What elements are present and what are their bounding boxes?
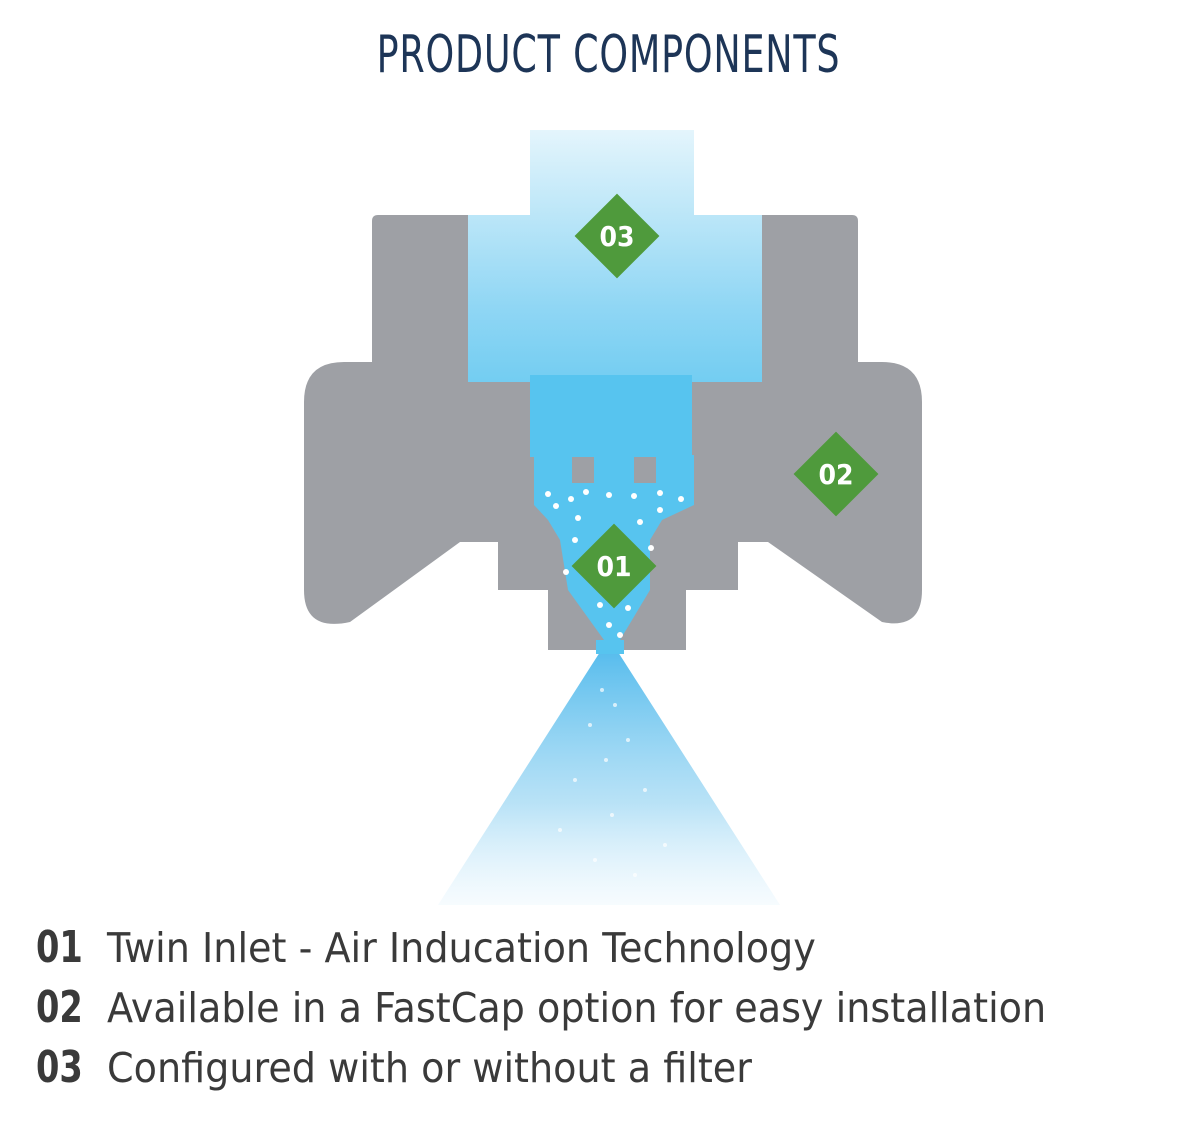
spray-droplets bbox=[558, 688, 667, 877]
legend-item-01: 01 Twin Inlet - Air Inducation Technolog… bbox=[36, 918, 1186, 978]
badge-01: 01 bbox=[571, 523, 657, 609]
air-bubbles bbox=[545, 489, 684, 638]
fluid-chamber bbox=[530, 375, 692, 457]
legend-number: 03 bbox=[36, 1042, 83, 1093]
badge-03: 03 bbox=[574, 193, 660, 279]
spray-cone bbox=[438, 652, 780, 905]
legend-number: 02 bbox=[36, 982, 83, 1033]
badge-03-label: 03 bbox=[599, 220, 634, 253]
legend-item-03: 03 Configured with or without a filter bbox=[36, 1038, 1186, 1098]
legend-text: Available in a FastCap option for easy i… bbox=[107, 984, 1047, 1032]
inlet-slot-right bbox=[656, 455, 694, 485]
page-title: PRODUCT COMPONENTS bbox=[376, 25, 841, 85]
outlet-orifice bbox=[596, 640, 624, 654]
legend-number: 01 bbox=[36, 922, 83, 973]
fluid-inlet bbox=[468, 130, 762, 455]
badge-01-label: 01 bbox=[596, 550, 631, 583]
nozzle-diagram: 03 02 01 bbox=[304, 130, 922, 905]
legend-text: Twin Inlet - Air Inducation Technology bbox=[107, 924, 816, 972]
badge-02: 02 bbox=[793, 431, 879, 517]
component-legend: 01 Twin Inlet - Air Inducation Technolog… bbox=[36, 918, 1186, 1098]
badge-02-label: 02 bbox=[818, 458, 853, 491]
legend-text: Configured with or without a filter bbox=[107, 1044, 753, 1092]
legend-item-02: 02 Available in a FastCap option for eas… bbox=[36, 978, 1186, 1038]
inlet-slot-left bbox=[534, 455, 572, 485]
inlet-slot-middle bbox=[594, 455, 634, 485]
